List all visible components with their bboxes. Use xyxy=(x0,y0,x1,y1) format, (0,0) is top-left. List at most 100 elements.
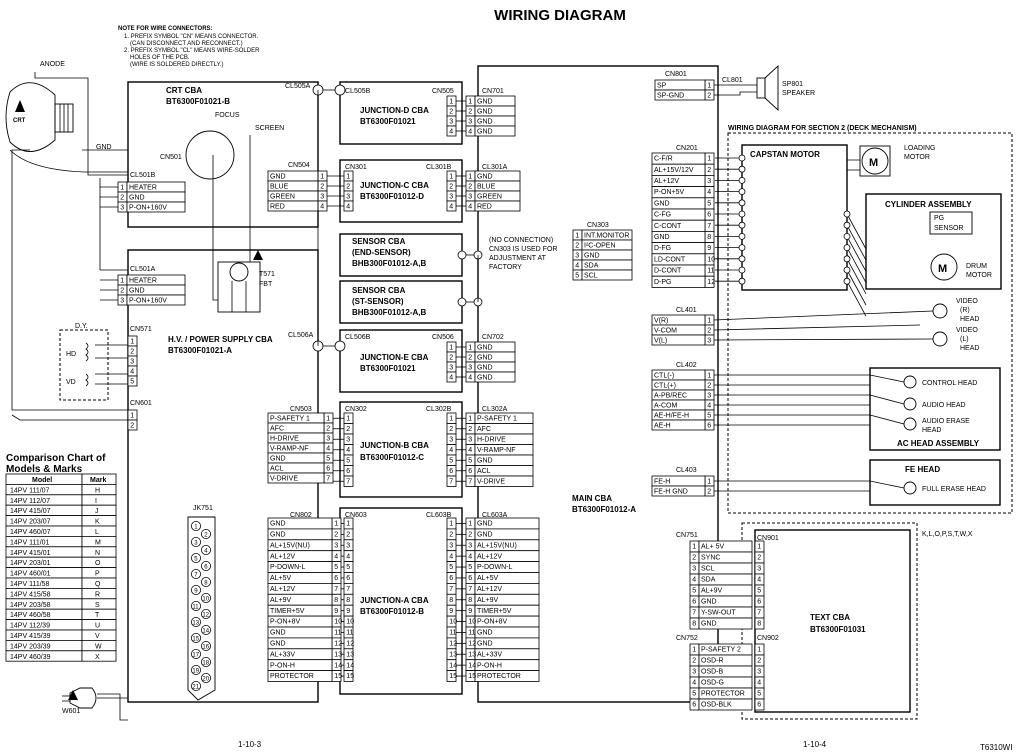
cn301-pin: 1 xyxy=(343,170,354,182)
pin-number: 9 xyxy=(449,608,453,615)
pin-label: SYNC xyxy=(701,555,720,562)
cl506b-label: CL506B xyxy=(345,334,371,341)
vd-label: VD xyxy=(66,379,76,386)
pin-number: 4 xyxy=(468,553,472,560)
pin-label: SP-GND xyxy=(657,93,684,100)
cn301-pin: 3 xyxy=(343,190,354,202)
pin-label: GND xyxy=(270,532,286,539)
cn505-pin: 2 xyxy=(446,105,457,117)
pin-number: 7 xyxy=(468,479,472,486)
pin-number: 7 xyxy=(707,223,711,230)
cn505-pin: 3 xyxy=(446,115,457,127)
pin-number: 14 xyxy=(334,662,342,669)
cn802-row: 14P-ON-H xyxy=(267,659,342,672)
jk751-pin: 3 xyxy=(190,537,201,548)
cn571-pin: 3 xyxy=(127,355,138,367)
comparison-header: Model xyxy=(32,477,52,484)
pin-number: 4 xyxy=(346,204,350,211)
pin-number: 6 xyxy=(757,702,761,709)
pin-number: 12 xyxy=(346,641,354,648)
jk751-pin: 5 xyxy=(190,553,201,564)
pin-number: 8 xyxy=(204,580,208,586)
cl402-row: 3A-PB/REC xyxy=(651,389,715,401)
junction-d-board xyxy=(339,81,463,145)
cn303-row: 5 SCL xyxy=(572,269,633,281)
pin-number: 7 xyxy=(692,610,696,617)
pin-number: 3 xyxy=(346,194,350,201)
jk751-pin: 13 xyxy=(190,617,201,628)
cn302-pin: 6 xyxy=(343,465,354,477)
junction-a-part: BT6300F01012-B xyxy=(360,607,424,616)
jk751-label: JK751 xyxy=(193,505,213,512)
comparison-model: 14PV 111/07 xyxy=(10,487,50,494)
pin-label: P-ON+160V xyxy=(129,298,167,305)
audio-erase-label: AUDIO ERASE xyxy=(922,418,970,425)
audio-head-icon xyxy=(903,397,917,411)
pin-label: SCL xyxy=(584,273,598,280)
pin-number: 5 xyxy=(575,273,579,280)
pin-label: AL+5V xyxy=(270,575,292,582)
pin-number: 1 xyxy=(326,416,330,423)
hd-label: HD xyxy=(66,351,76,358)
pin-label: GND xyxy=(270,641,286,648)
cl302b-pin: 6 xyxy=(446,465,457,477)
pin-number: 1 xyxy=(757,647,761,654)
cl403-label: CL403 xyxy=(676,467,697,474)
pin-label: P-SAFETY 1 xyxy=(477,416,517,423)
pin-number: 1 xyxy=(449,345,453,352)
cn701-label: CN701 xyxy=(482,88,504,95)
pin-number: 6 xyxy=(707,423,711,430)
fbt-transformer-icon xyxy=(217,250,263,313)
text-cba-name: TEXT CBA xyxy=(810,613,850,622)
cn603-pin: 10 xyxy=(343,615,354,628)
scart-connector-icon xyxy=(187,516,216,701)
pin-number: 12 xyxy=(202,612,209,618)
cn603-pin: 2 xyxy=(343,528,354,541)
cl301a-label: CL301A xyxy=(482,164,508,171)
jk751-pin: 14 xyxy=(200,625,211,636)
comparison-mark: M xyxy=(95,539,101,546)
pin-label: GND xyxy=(701,621,717,628)
pin-number: 5 xyxy=(346,564,350,571)
pin-number: 2 xyxy=(449,109,453,116)
cn802-label: CN802 xyxy=(290,512,312,519)
pin-number: 2 xyxy=(707,167,711,174)
pin-number: 2 xyxy=(449,184,453,191)
pin-number: 13 xyxy=(468,651,476,658)
pin-label: GND xyxy=(701,599,717,606)
pin-label: TIMER+5V xyxy=(477,608,512,615)
pin-number: 1 xyxy=(468,521,472,528)
jk751-pin: 16 xyxy=(200,641,211,652)
pin-number: 6 xyxy=(468,575,472,582)
pin-number: 12 xyxy=(334,641,342,648)
speaker-label: SPEAKER xyxy=(782,90,815,97)
cn302-pin: 3 xyxy=(343,433,354,445)
pin-number: 16 xyxy=(202,644,209,650)
st-sensor-solder-point xyxy=(457,297,467,307)
jk751-pin: 15 xyxy=(190,633,201,644)
pin-label: GND xyxy=(270,456,286,463)
anode-label: ANODE xyxy=(40,61,65,68)
pin-number: 3 xyxy=(449,194,453,201)
pin-number: 4 xyxy=(130,369,134,376)
cn201-terminal xyxy=(738,255,746,263)
pin-label: AL+15V(NU) xyxy=(477,542,517,549)
pin-label: ACL xyxy=(477,468,491,475)
pin-number: 2 xyxy=(468,426,472,433)
pin-label: V(L) xyxy=(654,338,667,345)
pin-number: 10 xyxy=(334,619,342,626)
